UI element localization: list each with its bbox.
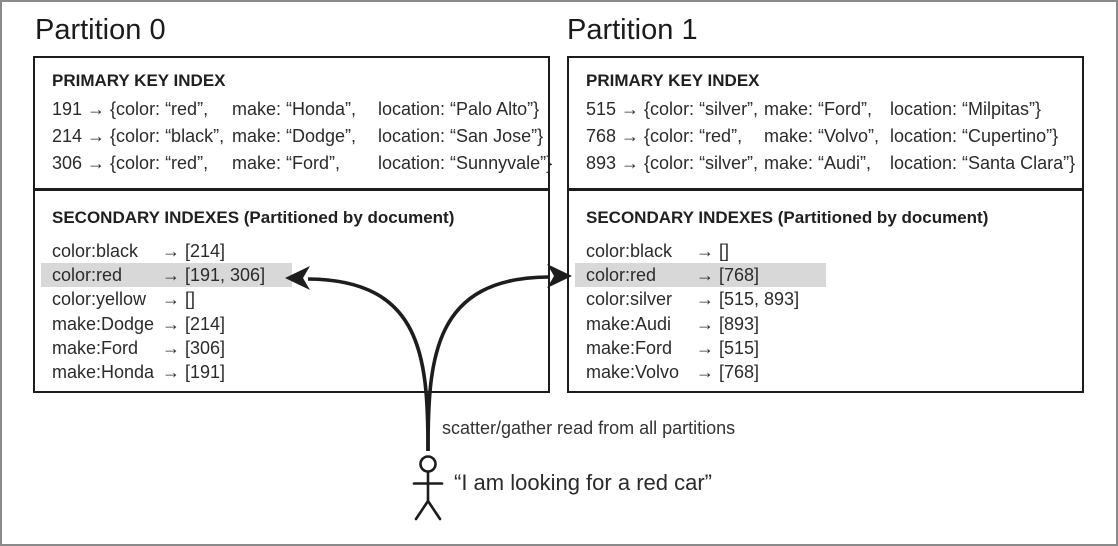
row-key-color: 191 → {color: “red”, <box>52 99 209 119</box>
secondary-indexes-header: SECONDARY INDEXES (Partitioned by docume… <box>586 208 989 227</box>
user-query-quote: “I am looking for a red car” <box>454 470 712 495</box>
scatter-arrow-left <box>307 277 430 452</box>
scatter-arrow-right <box>426 275 549 452</box>
secondary-index-row: make:Volvo→ [768] <box>586 362 760 383</box>
row-make: make: “Ford”, <box>232 153 341 173</box>
primary-index-row: 893 → {color: “silver”,make: “Audi”, loca… <box>586 150 1075 177</box>
row-key-color: 214 → {color: “black”, <box>52 126 225 146</box>
row-make: make: “Honda”, <box>232 99 357 119</box>
row-location: location: “Milpitas”} <box>890 99 1042 119</box>
row-location: location: “Santa Clara”} <box>890 153 1076 173</box>
row-location: location: “Palo Alto”} <box>378 99 540 119</box>
person-icon <box>412 455 444 521</box>
row-key-color: 768 → {color: “red”, <box>586 126 743 146</box>
section-divider <box>35 188 548 191</box>
row-location: location: “San Jose”} <box>378 126 544 146</box>
primary-key-index-rows: 191 → {color: “red”, make: “Honda”, locati… <box>52 96 552 177</box>
secondary-index-row: make:Honda→ [191] <box>52 362 226 383</box>
secondary-index-row: make:Dodge→ [214] <box>52 313 226 334</box>
primary-index-row: 768 → {color: “red”, make: “Volvo”, locati… <box>586 123 1075 150</box>
primary-index-row: 306 → {color: “red”, make: “Ford”, locatio… <box>52 150 552 177</box>
primary-key-index-header: PRIMARY KEY INDEX <box>586 71 760 90</box>
secondary-indexes-header: SECONDARY INDEXES (Partitioned by docume… <box>52 208 455 227</box>
row-make: make: “Dodge”, <box>232 126 357 146</box>
secondary-index-rows: color:black→ [214] color:red→ [191, 306]… <box>41 239 292 384</box>
secondary-index-row: color:yellow→ [] <box>52 289 196 310</box>
secondary-index-row-highlighted: color:red→ [768] <box>575 263 826 288</box>
row-location: location: “Cupertino”} <box>890 126 1059 146</box>
scatter-gather-label: scatter/gather read from all partitions <box>442 418 736 438</box>
row-key-color: 515 → {color: “silver”, <box>586 99 759 119</box>
section-divider <box>569 188 1082 191</box>
secondary-index-row: make:Ford→ [515] <box>586 337 760 358</box>
primary-index-row: 214 → {color: “black”, make: “Dodge”, loca… <box>52 123 552 150</box>
secondary-index-row: color:silver→ [515, 893] <box>586 289 800 310</box>
primary-key-index-header: PRIMARY KEY INDEX <box>52 71 226 90</box>
secondary-index-row: make:Audi→ [893] <box>586 313 760 334</box>
partition-0-title: Partition 0 <box>35 14 166 46</box>
row-location: location: “Sunnyvale”} <box>378 153 553 173</box>
row-make: make: “Ford”, <box>764 99 873 119</box>
primary-index-row: 191 → {color: “red”, make: “Honda”, locati… <box>52 96 552 123</box>
secondary-index-row: color:black→ [214] <box>52 241 226 261</box>
row-make: make: “Volvo”, <box>764 126 880 146</box>
secondary-index-rows: color:black→ [] color:red→ [768] color:s… <box>575 239 826 384</box>
arrowhead-right-icon <box>547 264 572 288</box>
partition-1-box: PRIMARY KEY INDEX 515 → {color: “silver”… <box>567 56 1084 393</box>
arrowhead-left-icon <box>285 266 310 290</box>
secondary-index-row: make:Ford→ [306] <box>52 337 226 358</box>
partition-1-title: Partition 1 <box>567 14 698 46</box>
secondary-index-row-highlighted: color:red→ [191, 306] <box>41 263 292 288</box>
primary-index-row: 515 → {color: “silver”,make: “Ford”, loca… <box>586 96 1075 123</box>
primary-key-index-rows: 515 → {color: “silver”,make: “Ford”, loca… <box>586 96 1075 177</box>
row-key-color: 893 → {color: “silver”, <box>586 153 759 173</box>
partition-0-box: PRIMARY KEY INDEX 191 → {color: “red”, ma… <box>33 56 552 393</box>
secondary-index-row: color:black→ [] <box>586 241 730 261</box>
row-key-color: 306 → {color: “red”, <box>52 153 209 173</box>
row-make: make: “Audi”, <box>764 153 872 173</box>
